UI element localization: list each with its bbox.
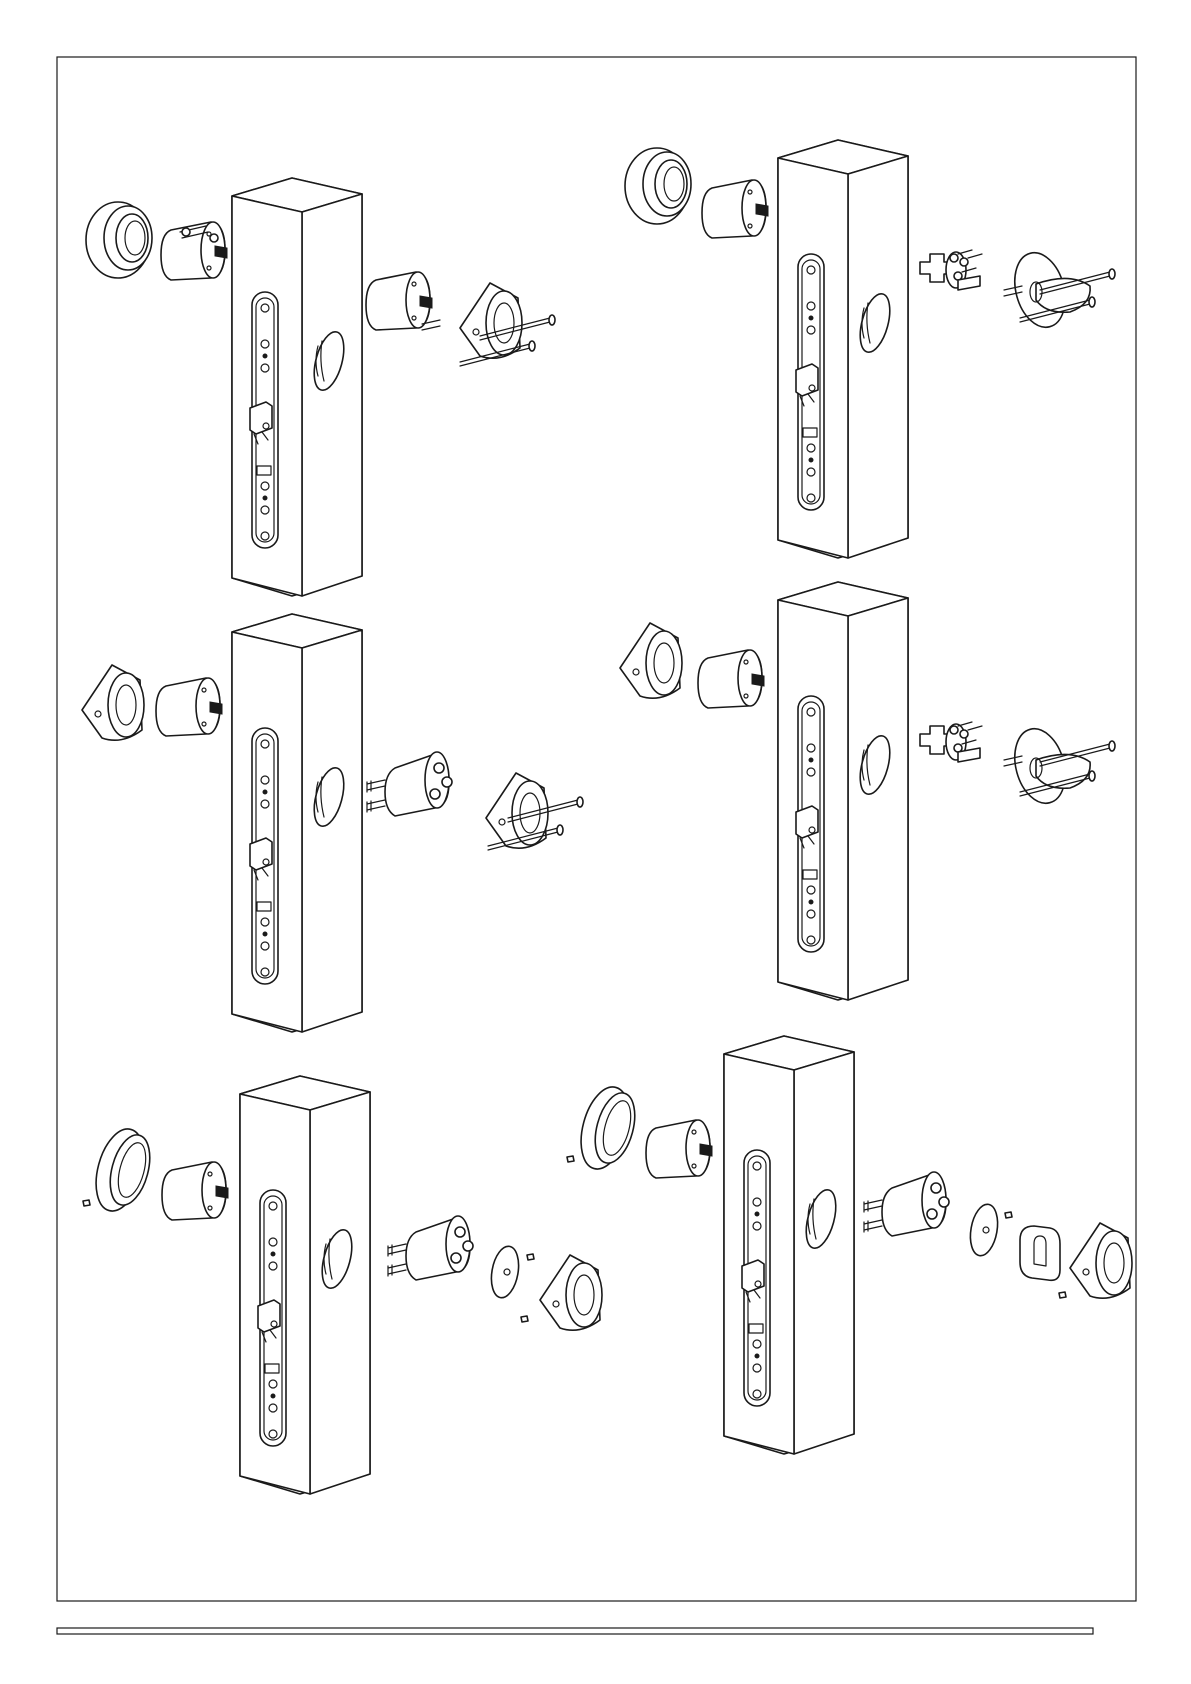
cylinder-adapter-icon — [366, 272, 432, 330]
bolt-adapter-icon — [388, 1216, 473, 1280]
cone-rose-icon — [540, 1255, 602, 1330]
page-frame — [57, 57, 1136, 1601]
cone-rose-icon — [620, 623, 682, 698]
lock-cylinder-icon — [162, 1162, 228, 1220]
panel-2 — [625, 140, 1115, 558]
panel-1 — [86, 178, 555, 596]
panel-4 — [620, 582, 1115, 1000]
door-block-icon — [778, 140, 908, 558]
door-block-icon — [232, 178, 362, 596]
panel-3 — [82, 614, 583, 1032]
bolt-adapter-icon — [864, 1172, 949, 1236]
door-block-icon — [240, 1076, 370, 1494]
rose-with-screws-icon — [422, 283, 555, 366]
thumbturn-rose-icon — [1004, 247, 1115, 333]
door-block-icon — [232, 614, 362, 1032]
mounting-plate-icon — [920, 250, 982, 290]
lock-cylinder-icon — [702, 180, 768, 238]
lock-cylinder-icon — [161, 222, 227, 280]
lock-cylinder-icon — [698, 650, 764, 708]
lock-cylinder-icon — [646, 1120, 712, 1178]
thumbturn-knob-icon — [1020, 1226, 1060, 1280]
cone-rose-icon — [460, 283, 522, 358]
panel-6 — [567, 1036, 1132, 1454]
grub-screw-icon — [83, 1200, 90, 1206]
grub-screw-icon — [567, 1156, 574, 1162]
ring-rose-icon — [88, 1124, 157, 1217]
rose-with-screws-icon — [486, 773, 583, 850]
cover-disc-icon — [488, 1244, 523, 1300]
cylinder-adapter-icon — [367, 752, 452, 816]
footer-bar — [57, 1628, 1093, 1634]
escutcheon-rose-icon — [86, 202, 152, 278]
cover-disc-icon — [967, 1202, 1002, 1258]
panel-5 — [83, 1076, 602, 1494]
door-block-icon — [778, 582, 908, 1000]
thumbturn-rose-icon — [1004, 723, 1115, 809]
ring-rose-icon — [573, 1082, 642, 1175]
mounting-plate-icon — [920, 722, 982, 762]
cone-rose-icon — [82, 665, 144, 740]
grub-screw-icon — [527, 1254, 534, 1260]
escutcheon-rose-icon — [625, 148, 691, 224]
grub-screw-icon — [1059, 1292, 1066, 1298]
grub-screw-icon — [521, 1316, 528, 1322]
cone-rose-icon — [1070, 1223, 1132, 1298]
lock-cylinder-icon — [156, 678, 222, 736]
grub-screw-icon — [1005, 1212, 1012, 1218]
door-block-icon — [724, 1036, 854, 1454]
